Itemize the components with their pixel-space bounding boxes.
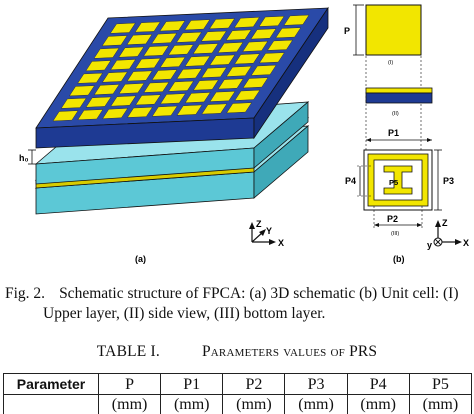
p3-label: P3	[443, 176, 454, 186]
p5-label: P5	[389, 178, 398, 187]
table-title: TABLE I. Parameters values of PRS	[0, 343, 474, 361]
figure-caption: Fig. 2. Schematic structure of FPCA: (a) …	[5, 284, 467, 324]
col-p3: P3	[285, 374, 347, 395]
unit-cell: (mm)	[223, 395, 285, 414]
p1-label: P1	[388, 128, 399, 138]
table-row: (mm) (mm) (mm) (mm) (mm) (mm)	[4, 395, 472, 414]
view-i-label: (I)	[388, 60, 393, 66]
axis2-z-label: Z	[442, 218, 448, 228]
caption-prefix: Fig. 2.	[5, 285, 45, 302]
p4-label: P4	[345, 176, 356, 186]
view-iii-label: (III)	[391, 231, 399, 237]
table-row: Parameter P P1 P2 P3 P4 P5	[4, 374, 472, 395]
label-a: (a)	[135, 254, 146, 264]
param-header-cell: Parameter	[4, 374, 99, 395]
col-p5: P5	[409, 374, 471, 395]
h0-label: h₀	[19, 153, 29, 163]
unit-cell: (mm)	[285, 395, 347, 414]
axis2-y-label: y	[427, 240, 432, 250]
parameters-table: Parameter P P1 P2 P3 P4 P5 (mm) (mm) (mm…	[3, 373, 472, 414]
table-caption: Parameters values of PRS	[202, 343, 377, 360]
view-ii-label: (II)	[392, 111, 399, 117]
label-b: (b)	[393, 254, 405, 264]
axis2-x-label: X	[463, 238, 469, 248]
col-p: P	[99, 374, 161, 395]
col-p4: P4	[347, 374, 409, 395]
unit-cell: (mm)	[161, 395, 223, 414]
axis-x-label: X	[278, 238, 284, 248]
figure-2: h₀ Z Y X (a) P (I) (II) P1 P5 P4 P3 P2 (…	[0, 0, 474, 275]
col-p2: P2	[223, 374, 285, 395]
unit-cell: (mm)	[409, 395, 471, 414]
p-label: P	[344, 26, 350, 36]
unit-cell-empty	[4, 395, 99, 414]
caption-line-2: Upper layer, (II) side view, (III) botto…	[5, 304, 467, 324]
table-number: TABLE I.	[97, 343, 160, 360]
unit-cell: (mm)	[347, 395, 409, 414]
axis-y-label: Y	[266, 226, 272, 236]
p2-label: P2	[387, 214, 398, 224]
fpca-schematic: h₀ Z Y X (a) P (I) (II) P1 P5 P4 P3 P2 (…	[0, 0, 474, 275]
axis-z-label: Z	[256, 219, 262, 229]
unit-cell: (mm)	[99, 395, 161, 414]
col-p1: P1	[161, 374, 223, 395]
caption-line-1: Schematic structure of FPCA: (a) 3D sche…	[59, 285, 458, 302]
